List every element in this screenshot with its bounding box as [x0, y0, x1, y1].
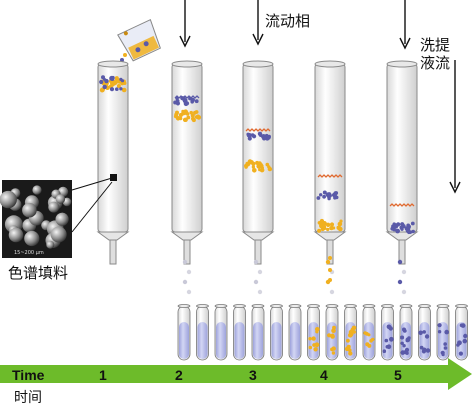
column-3-bands: [244, 128, 273, 173]
column-4-bands: [316, 174, 343, 233]
collection-tube: [344, 304, 357, 361]
collection-tubes: [177, 304, 468, 361]
collection-tube: [325, 304, 339, 361]
column-5: [385, 60, 419, 295]
down-arrow-icon: [252, 0, 264, 46]
drips-5: [397, 259, 407, 295]
down-arrow-icon: [449, 60, 461, 194]
collection-tube: [288, 304, 302, 361]
column-4: [313, 60, 347, 295]
packing-label: 色谱填料: [8, 264, 69, 282]
drips-3: [253, 259, 263, 295]
mobile-phase-label: 流动相: [265, 12, 311, 30]
collection-tube: [362, 304, 376, 361]
eluent-label-2: 液流: [420, 54, 451, 72]
collection-tube: [251, 304, 265, 361]
collection-tube: [196, 304, 209, 361]
timeline-step-4: 4: [320, 367, 328, 383]
collection-tube: [436, 304, 450, 361]
collection-tube: [418, 304, 431, 361]
column-2-bands: [173, 95, 202, 123]
timeline-step-3: 3: [249, 367, 257, 383]
down-arrow-icon: [179, 0, 191, 48]
collection-tube: [214, 304, 228, 361]
column-1: [96, 60, 130, 265]
down-arrow-icon: [399, 0, 411, 50]
collection-tube: [381, 304, 394, 361]
time-label: Time: [12, 367, 45, 383]
eluent-label-1: 洗提: [420, 36, 451, 54]
timeline-step-1: 1: [99, 367, 107, 383]
drips-2: [182, 259, 192, 295]
column-3: [241, 60, 275, 295]
pouring-beaker-icon: [117, 19, 161, 62]
column-2: [170, 60, 204, 295]
timeline-step-2: 2: [175, 367, 183, 383]
columns: [96, 60, 419, 295]
micrograph-scale: 15~200 μm: [14, 250, 44, 256]
time-zh-label: 时间: [14, 390, 42, 406]
timeline-step-5: 5: [394, 367, 402, 383]
collection-tube: [307, 304, 320, 361]
timeline-arrow: [0, 358, 472, 390]
collection-tube: [270, 304, 283, 361]
collection-tube: [455, 304, 468, 361]
column-5-bands: [389, 203, 416, 235]
column-1-bands: [99, 75, 127, 93]
collection-tube: [177, 304, 191, 361]
collection-tube: [399, 304, 413, 361]
micrograph-icon: 15~200 μm: [0, 174, 117, 258]
collection-tube: [233, 304, 246, 361]
drips-4: [325, 256, 335, 295]
